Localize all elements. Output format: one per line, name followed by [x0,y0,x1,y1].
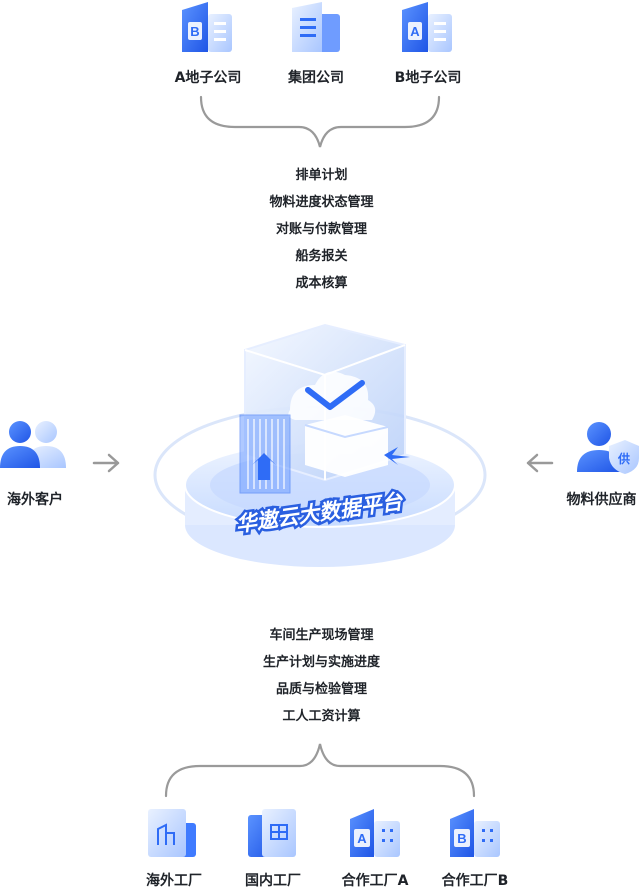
entity-label-partner-factory-a: 合作工厂A [341,873,409,889]
function-item: 排单计划 [295,168,348,183]
building-letter: A [410,24,420,39]
bottom-brace [164,743,476,798]
function-item: 车间生产现场管理 [269,628,374,643]
function-item: 船务报关 [295,249,348,264]
factory-letter: B [457,831,466,846]
entity-label-domestic-factory: 国内工厂 [245,873,301,889]
function-item: 品质与检验管理 [275,682,367,697]
arrow-left-icon [526,453,554,473]
entity-label-group: 集团公司 [288,70,344,86]
top-function-list: 排单计划 物料进度状态管理 对账与付款管理 船务报关 成本核算 [0,162,643,297]
entity-label-a-subsidiary: A地子公司 [174,70,242,86]
entity-label-b-subsidiary: B地子公司 [394,70,462,86]
entity-label-partner-factory-b: 合作工厂B [441,873,509,889]
factory-letter: A [357,831,367,846]
function-item: 工人工资计算 [282,709,361,724]
building-b-icon: B [182,2,232,52]
function-item: 物料进度状态管理 [269,195,374,210]
bottom-function-list: 车间生产现场管理 生产计划与实施进度 品质与检验管理 工人工资计算 [0,622,643,730]
users-icon [0,421,66,468]
building-a-icon: A [402,2,452,52]
building-group-icon [292,2,340,52]
arrow-right-icon [92,453,120,473]
function-item: 对账与付款管理 [275,222,367,237]
factory-overseas-icon [148,809,196,857]
supplier-badge: 供 [617,451,630,466]
supplier-user-icon: 供 [577,422,639,474]
building-letter: B [190,24,199,39]
function-item: 生产计划与实施进度 [262,655,380,670]
function-item: 成本核算 [295,276,348,291]
top-brace [199,95,441,148]
entity-label-overseas-customer: 海外客户 [7,492,63,508]
factory-domestic-icon [248,809,296,857]
platform-illustration: 华遨云大数据平台 [153,323,487,567]
entity-label-material-supplier: 物料供应商 [566,492,637,508]
factory-partner-b-icon: B [450,809,500,857]
entity-label-overseas-factory: 海外工厂 [146,873,202,889]
factory-partner-a-icon: A [350,809,400,857]
